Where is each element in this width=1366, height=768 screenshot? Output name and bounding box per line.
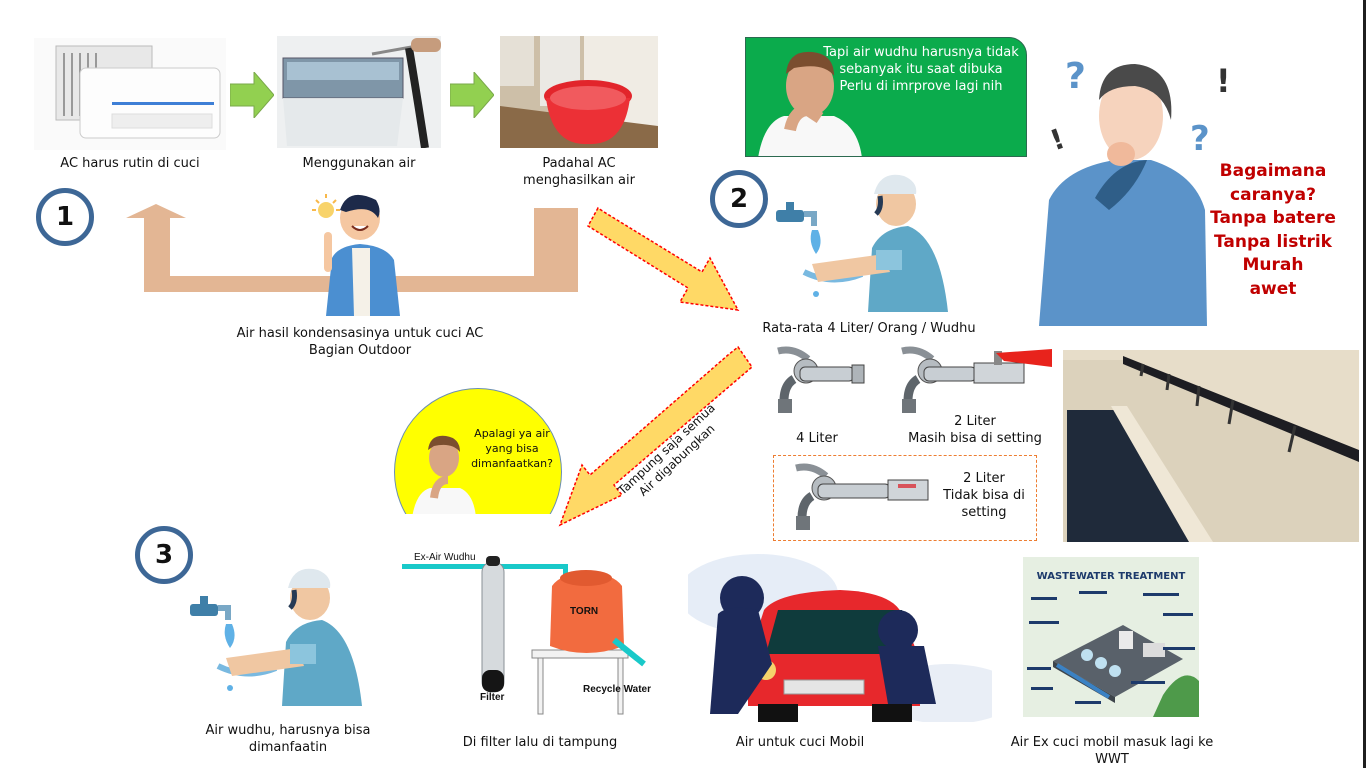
caption-line: setting bbox=[961, 505, 1007, 520]
car-wash-illustration bbox=[688, 554, 992, 722]
loop-back-arrow bbox=[126, 204, 578, 292]
wudhu-man-illustration bbox=[186, 560, 366, 706]
recommended-faucet-box: 2 Liter Tidak bisa di setting bbox=[773, 455, 1037, 541]
caption-line: WWT bbox=[1095, 752, 1129, 767]
caption-ac-cleaning-needed: AC harus rutin di cuci bbox=[60, 156, 200, 171]
flow-arrow-to-wudhu bbox=[586, 206, 740, 311]
faucet-2-liter-fixed-icon bbox=[795, 463, 929, 530]
wastewater-treatment-poster: WASTEWATER TREATMENT bbox=[1023, 557, 1199, 717]
tank-label: TORN bbox=[570, 606, 598, 617]
slide-edge bbox=[1363, 0, 1366, 768]
caption-line: Air Ex cuci mobil masuk lagi ke bbox=[1010, 735, 1214, 750]
caption-faucet-2-liter-fixed: 2 Liter Tidak bisa di setting bbox=[934, 470, 1034, 521]
requirement-line: Murah bbox=[1242, 255, 1304, 275]
caption-line: Air wudhu, harusnya bisa bbox=[205, 723, 371, 738]
faucet-icon bbox=[190, 604, 218, 616]
inlet-label: Ex-Air Wudhu bbox=[414, 552, 476, 563]
requirement-line: Tanpa listrik bbox=[1214, 231, 1332, 252]
question-mark-icon: ? bbox=[1065, 56, 1086, 97]
caption-line: Masih bisa di setting bbox=[908, 431, 1042, 446]
flow-arrow-collect-water bbox=[558, 345, 754, 527]
filter-tank-diagram: Ex-Air Wudhu Filter TORN Recycle Water bbox=[400, 548, 660, 724]
caption-line: 2 Liter bbox=[954, 414, 996, 429]
caption-line: 2 Liter bbox=[963, 471, 1005, 486]
thinking-man-illustration: ? ? ! bbox=[1035, 50, 1215, 326]
caption-line: menghasilkan air bbox=[523, 173, 635, 188]
faucet-2-liter-adjustable-icon bbox=[901, 346, 1052, 413]
faucet-4-liter-icon bbox=[777, 346, 865, 413]
faucet-icon bbox=[776, 210, 804, 222]
caption-line: Bagian Outdoor bbox=[308, 343, 412, 358]
exclamation-icon: ! bbox=[1216, 62, 1231, 100]
ac-cleaning-image bbox=[277, 36, 441, 148]
caption-wudhu-reusable: Air wudhu, harusnya bisa dimanfaatin bbox=[180, 722, 396, 756]
filter-label: Filter bbox=[480, 692, 505, 703]
bubble-text: Apalagi ya air yang bisa dimanfaatkan? bbox=[464, 426, 560, 471]
air-conditioner-image bbox=[34, 38, 226, 150]
caption-average-wudhu-usage: Rata-rata 4 Liter/ Orang / Wudhu bbox=[762, 321, 976, 336]
requirement-line: awet bbox=[1249, 278, 1297, 299]
callout-line: sebanyak itu saat dibuka bbox=[839, 62, 1003, 77]
bubble-line: dimanfaatkan? bbox=[471, 457, 553, 470]
callout-line: Tapi air wudhu harusnya tidak bbox=[823, 45, 1019, 60]
caption-using-water: Menggunakan air bbox=[302, 156, 416, 171]
wudhu-area-photo bbox=[1063, 350, 1359, 542]
caption-line: Padahal AC bbox=[542, 156, 616, 171]
ac-condensate-bucket-image bbox=[500, 36, 658, 148]
callout-line: Perlu di imrprove lagi nih bbox=[839, 79, 1003, 94]
thinking-man-photo bbox=[758, 51, 862, 156]
air-conditioner-icon bbox=[55, 45, 221, 139]
thinking-man-photo bbox=[412, 435, 476, 514]
caption-condensate-for-outdoor: Air hasil kondensasinya untuk cuci AC Ba… bbox=[200, 325, 520, 359]
step-1-badge: 1 bbox=[36, 188, 94, 246]
poster-title: WASTEWATER TREATMENT bbox=[1036, 571, 1186, 582]
step-3-badge: 3 bbox=[135, 526, 193, 584]
idea-man-illustration bbox=[308, 188, 404, 316]
caption-ac-produces-water: Padahal AC menghasilkan air bbox=[500, 155, 658, 189]
caption-back-to-wwt: Air Ex cuci mobil masuk lagi ke WWT bbox=[990, 734, 1234, 768]
caption-filter-and-store: Di filter lalu di tampung bbox=[462, 735, 618, 750]
caption-line: dimanfaatin bbox=[248, 740, 328, 755]
callout-text: Tapi air wudhu harusnya tidak sebanyak i… bbox=[816, 44, 1026, 95]
requirement-line: caranya? bbox=[1230, 184, 1316, 205]
bubble-line: yang bisa bbox=[485, 442, 539, 455]
svg-text:!: ! bbox=[1216, 62, 1231, 100]
question-bubble: Apalagi ya air yang bisa dimanfaatkan? bbox=[394, 388, 562, 514]
storage-tank bbox=[550, 572, 624, 653]
caption-faucet-2-liter-adjustable: 2 Liter Masih bisa di setting bbox=[900, 413, 1050, 447]
green-right-arrow-icon bbox=[230, 72, 274, 118]
step-2-badge: 2 bbox=[710, 170, 768, 228]
green-right-arrow-icon bbox=[450, 72, 494, 118]
filter-vessel bbox=[482, 670, 504, 692]
requirement-line: Bagaimana bbox=[1219, 161, 1327, 181]
caption-line: Tidak bisa di bbox=[943, 488, 1025, 503]
improvement-callout: Tapi air wudhu harusnya tidak sebanyak i… bbox=[745, 37, 1027, 157]
exclamation-icon: ! bbox=[1046, 122, 1069, 157]
caption-line: Air hasil kondensasinya untuk cuci AC bbox=[236, 326, 484, 341]
wudhu-man-illustration bbox=[772, 168, 952, 312]
outlet-label: Recycle Water bbox=[583, 684, 651, 695]
caption-faucet-4-liter: 4 Liter bbox=[796, 431, 838, 446]
outlet-pipe bbox=[612, 637, 646, 667]
question-mark-icon: ? bbox=[1190, 119, 1210, 159]
bubble-line: Apalagi ya air bbox=[474, 427, 550, 440]
caption-car-wash: Air untuk cuci Mobil bbox=[735, 735, 865, 750]
requirement-line: Tanpa batere bbox=[1210, 208, 1336, 228]
requirements-text: Bagaimana caranya? Tanpa batere Tanpa li… bbox=[1208, 160, 1338, 301]
